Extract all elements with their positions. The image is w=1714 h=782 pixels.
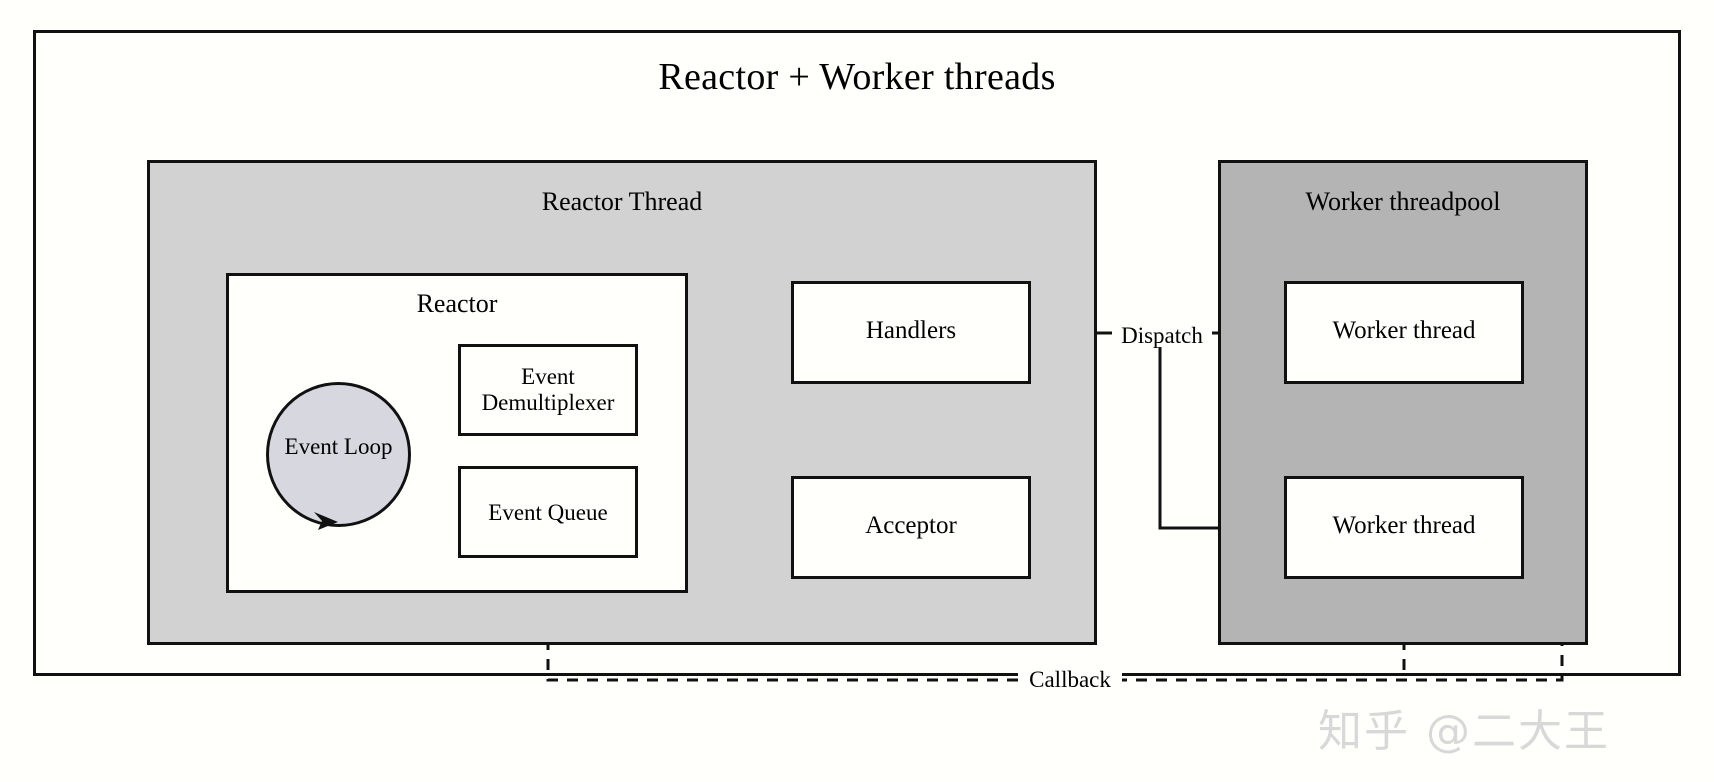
watermark: 知乎 @二大王 <box>1318 706 1610 757</box>
event-demultiplexer-box <box>458 344 638 436</box>
callback-edge-label: Callback <box>1018 668 1122 691</box>
edge-callback-worker1 <box>1118 331 1564 682</box>
worker-thread-box-1 <box>1284 281 1524 384</box>
worker-threadpool-container <box>1218 160 1588 645</box>
dispatch-edge-label: Dispatch <box>1112 324 1212 347</box>
outer-frame <box>33 30 1681 676</box>
worker-thread-box-2 <box>1284 476 1524 579</box>
acceptor-box <box>791 476 1031 579</box>
event-queue-box <box>458 466 638 558</box>
handlers-box <box>791 281 1031 384</box>
event-loop-circle <box>266 382 411 527</box>
event-loop-rotation-arrow-icon <box>314 512 338 530</box>
